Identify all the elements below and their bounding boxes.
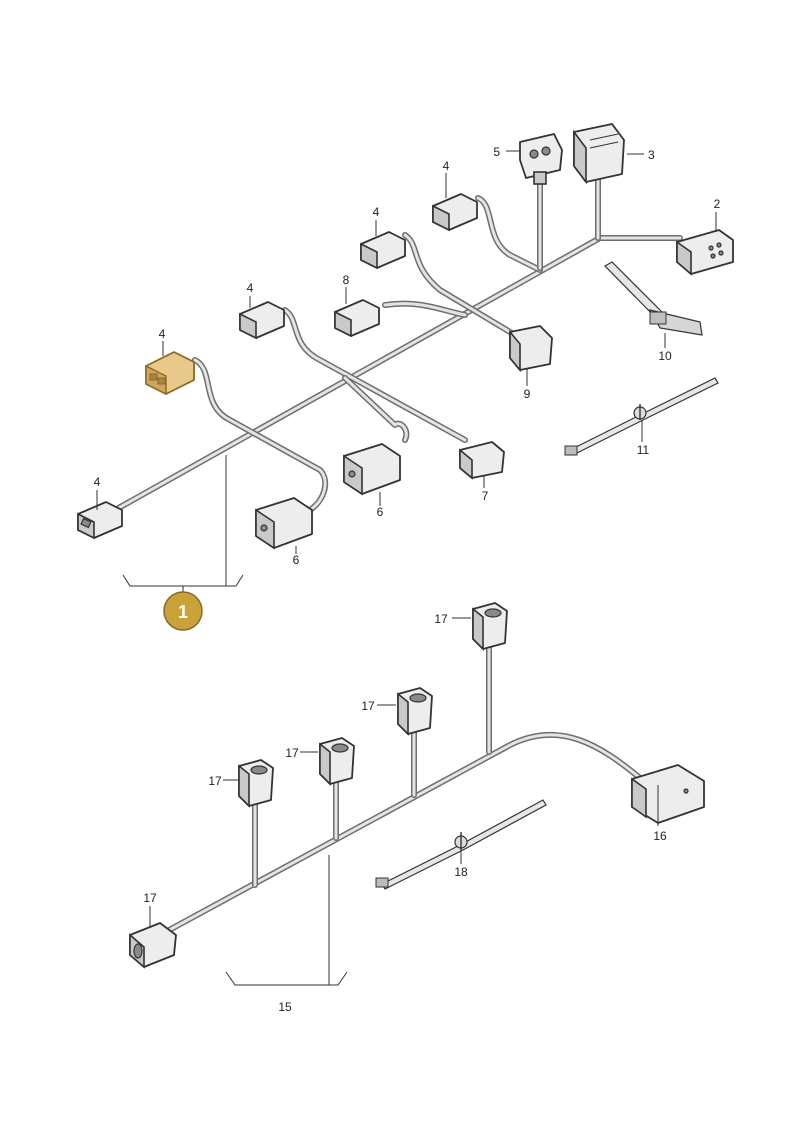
part-labels: 1 2 3 4 4 4 4 4 5 6 6 7 8 9 10 11 15 16 … [94,145,721,1014]
label-10[interactable]: 10 [658,349,672,363]
connector-17-top [472,602,508,651]
connector-17-third [319,737,355,786]
connector-17-fourth [238,759,274,808]
label-5[interactable]: 5 [493,145,500,159]
label-6-left[interactable]: 6 [293,553,300,567]
label-4-highlighted[interactable]: 4 [159,327,166,341]
label-4-mid-left[interactable]: 4 [247,281,254,295]
label-4-center[interactable]: 4 [373,205,380,219]
connector-6-right [343,443,401,496]
connector-9 [509,325,553,373]
label-2[interactable]: 2 [714,197,721,211]
part-badge-1[interactable] [163,591,203,631]
connector-6-left [255,497,313,550]
upper-harness-wires [112,175,683,513]
connector-4-center [360,231,406,270]
label-17-end[interactable]: 17 [143,891,157,905]
connector-17-second [397,687,433,736]
connector-3 [573,123,625,185]
connector-4-highlighted [145,351,195,396]
label-1: 1 [178,602,188,622]
label-11[interactable]: 11 [637,443,650,457]
cable-tie-10 [604,261,703,336]
connector-4-bottom [77,501,123,540]
label-6-right[interactable]: 6 [377,505,384,519]
connector-4-mid-left [239,301,285,340]
cable-tie-11 [564,377,719,456]
connector-2 [676,229,734,276]
bracket-1 [122,455,244,595]
label-15[interactable]: 15 [278,1000,292,1014]
lower-harness-wires [157,642,643,938]
connector-4-top [432,193,478,232]
connector-5 [519,133,563,185]
connector-17-end [129,922,177,969]
connector-7 [459,441,505,480]
label-4-top[interactable]: 4 [443,159,450,173]
label-17-top[interactable]: 17 [434,612,448,626]
label-17-third[interactable]: 17 [285,746,299,760]
connector-8 [334,299,380,338]
label-8[interactable]: 8 [343,273,350,287]
bracket-15 [225,855,348,986]
label-3[interactable]: 3 [648,148,655,162]
label-18[interactable]: 18 [454,865,468,879]
label-17-second[interactable]: 17 [361,699,375,713]
label-16[interactable]: 16 [653,829,667,843]
leader-lines [96,150,717,928]
label-7[interactable]: 7 [482,489,489,503]
cable-tie-18 [375,799,547,890]
label-4-bottom[interactable]: 4 [94,475,101,489]
connector-16 [631,764,705,824]
label-17-fourth[interactable]: 17 [208,774,222,788]
label-9[interactable]: 9 [524,387,531,401]
